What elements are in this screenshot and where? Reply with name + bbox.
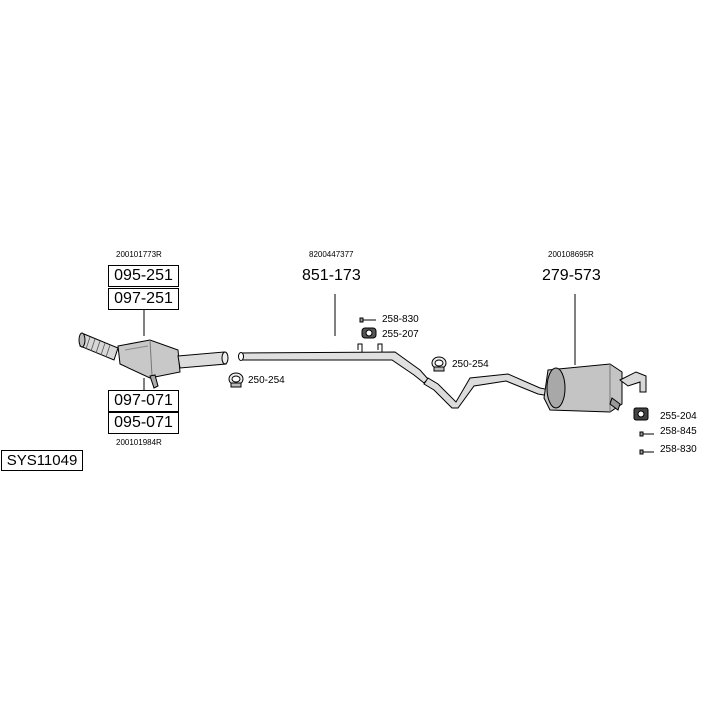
rubber-mid-part [361, 327, 377, 339]
part-number-clamp-mid[interactable]: 250-254 [452, 359, 489, 370]
bolt-rear-1-part [639, 431, 654, 437]
part-number-rubber-mid[interactable]: 255-207 [382, 329, 419, 340]
oe-number-catalyst-bottom: 200101984R [116, 438, 162, 447]
flange-front [78, 332, 86, 348]
middle-pipe-part [238, 343, 429, 384]
oe-number-rear-silencer: 200108695R [548, 250, 594, 259]
part-number-rear-silencer[interactable]: 279-573 [542, 267, 601, 284]
part-number-box[interactable]: 095-071 [108, 412, 179, 434]
flex-pipe-ribs [85, 336, 111, 358]
catalyst-body [117, 339, 181, 379]
rear-silencer-part [423, 363, 647, 413]
clamp-left-part [228, 372, 244, 388]
part-number-box[interactable]: 095-251 [108, 265, 179, 287]
clamp-mid-part [431, 356, 447, 372]
part-number-middle-pipe[interactable]: 851-173 [302, 267, 361, 284]
catalyst-part [78, 332, 229, 389]
part-number-rubber-rear[interactable]: 255-204 [660, 411, 697, 422]
rubber-rear-part [633, 407, 649, 421]
oe-number-middle-pipe: 8200447377 [309, 250, 354, 259]
part-number-bolt-rear-1[interactable]: 258-845 [660, 426, 697, 437]
leader-lines [143, 294, 576, 391]
part-number-bolt-rear-2[interactable]: 258-830 [660, 444, 697, 455]
flex-pipe [79, 333, 119, 361]
system-code-label: SYS11049 [1, 450, 83, 471]
part-number-bolt-mid[interactable]: 258-830 [382, 314, 419, 325]
catalyst-outlet-pipe [177, 351, 227, 369]
part-number-clamp-left[interactable]: 250-254 [248, 375, 285, 386]
bolt-mid-part [359, 317, 376, 323]
part-number-box[interactable]: 097-071 [108, 390, 179, 412]
bolt-rear-2-part [639, 449, 654, 455]
oe-number-catalyst-top: 200101773R [116, 250, 162, 259]
part-number-box[interactable]: 097-251 [108, 288, 179, 310]
